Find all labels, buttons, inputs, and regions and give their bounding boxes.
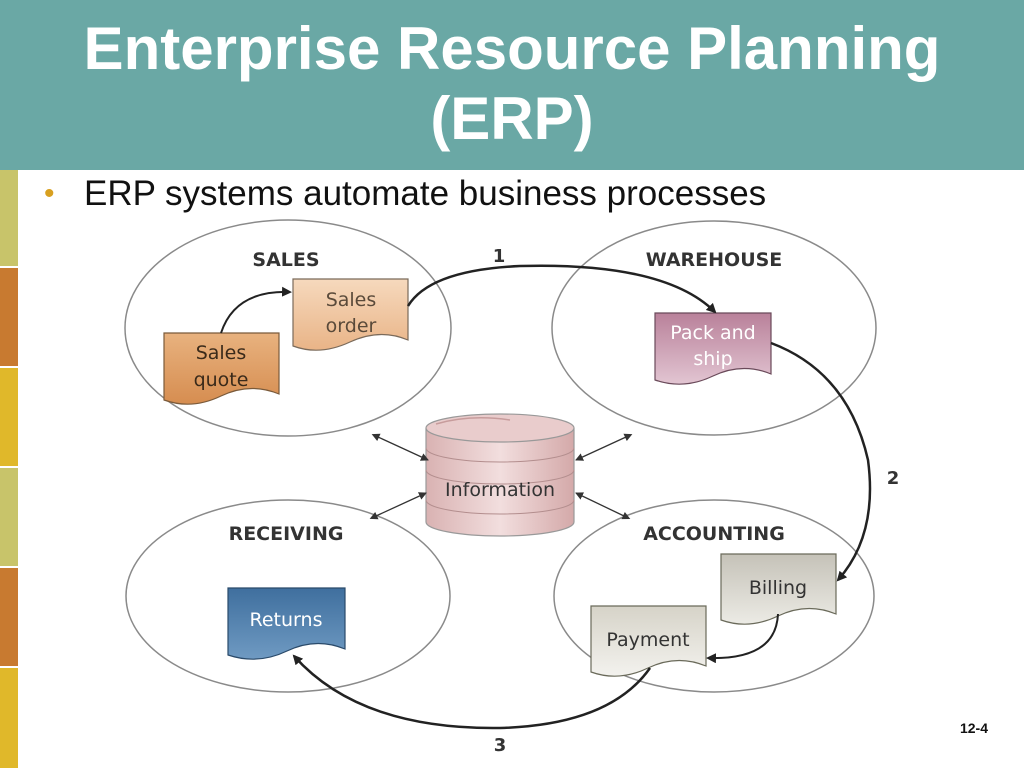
bullet-text: ERP systems automate business processes	[84, 174, 767, 213]
page-number: 12-4	[959, 720, 988, 736]
sales-label: SALES	[252, 249, 319, 271]
information-database: Information	[425, 413, 575, 537]
arrow-step-3	[292, 654, 652, 730]
sales-quote-doc: Sales quote	[163, 332, 280, 405]
strip-1	[0, 170, 18, 266]
sales-quote-line1: Sales	[196, 342, 247, 364]
sales-quote-line2: quote	[194, 369, 249, 391]
pack-and-ship-doc: Pack and ship	[654, 312, 772, 385]
information-label: Information	[445, 479, 555, 501]
strip-2	[0, 268, 18, 366]
sales-order-line1: Sales	[326, 289, 377, 311]
slide-title: Enterprise Resource Planning (ERP)	[0, 14, 1024, 154]
returns-label: Returns	[250, 609, 323, 631]
bullet-dot: •	[44, 177, 55, 210]
billing-label: Billing	[749, 577, 807, 599]
strip-4	[0, 468, 18, 566]
arrow-warehouse-info	[575, 433, 633, 461]
accounting-label: ACCOUNTING	[643, 523, 785, 545]
pack-ship-line1: Pack and	[670, 322, 755, 344]
step-1-label: 1	[493, 246, 506, 267]
arrow-accounting-info	[575, 492, 631, 520]
pack-ship-line2: ship	[693, 348, 732, 370]
arrow-receiving-info	[369, 492, 427, 520]
strip-6	[0, 668, 18, 768]
warehouse-ellipse	[551, 220, 877, 436]
warehouse-label: WAREHOUSE	[646, 249, 783, 271]
step-2-label: 2	[887, 468, 900, 489]
arrow-quote-to-order	[220, 286, 292, 334]
billing-doc: Billing	[720, 553, 837, 625]
sales-order-line2: order	[326, 315, 377, 337]
arrow-billing-to-payment	[706, 613, 779, 664]
arrow-step-1	[406, 264, 717, 314]
arrow-sales-info	[371, 433, 429, 461]
receiving-ellipse	[125, 499, 451, 693]
title-line-1: Enterprise Resource Planning	[83, 15, 941, 82]
returns-doc: Returns	[227, 587, 346, 660]
receiving-label: RECEIVING	[229, 523, 344, 545]
arrow-step-2	[770, 341, 872, 582]
accounting-ellipse	[553, 499, 875, 693]
strip-3	[0, 368, 18, 466]
title-banner	[0, 0, 1024, 170]
payment-label: Payment	[606, 629, 689, 651]
strip-5	[0, 568, 18, 666]
sales-ellipse	[124, 219, 452, 437]
title-line-2: (ERP)	[430, 85, 594, 152]
sales-order-doc: Sales order	[292, 278, 409, 351]
payment-doc: Payment	[590, 605, 707, 677]
step-3-label: 3	[494, 735, 507, 756]
